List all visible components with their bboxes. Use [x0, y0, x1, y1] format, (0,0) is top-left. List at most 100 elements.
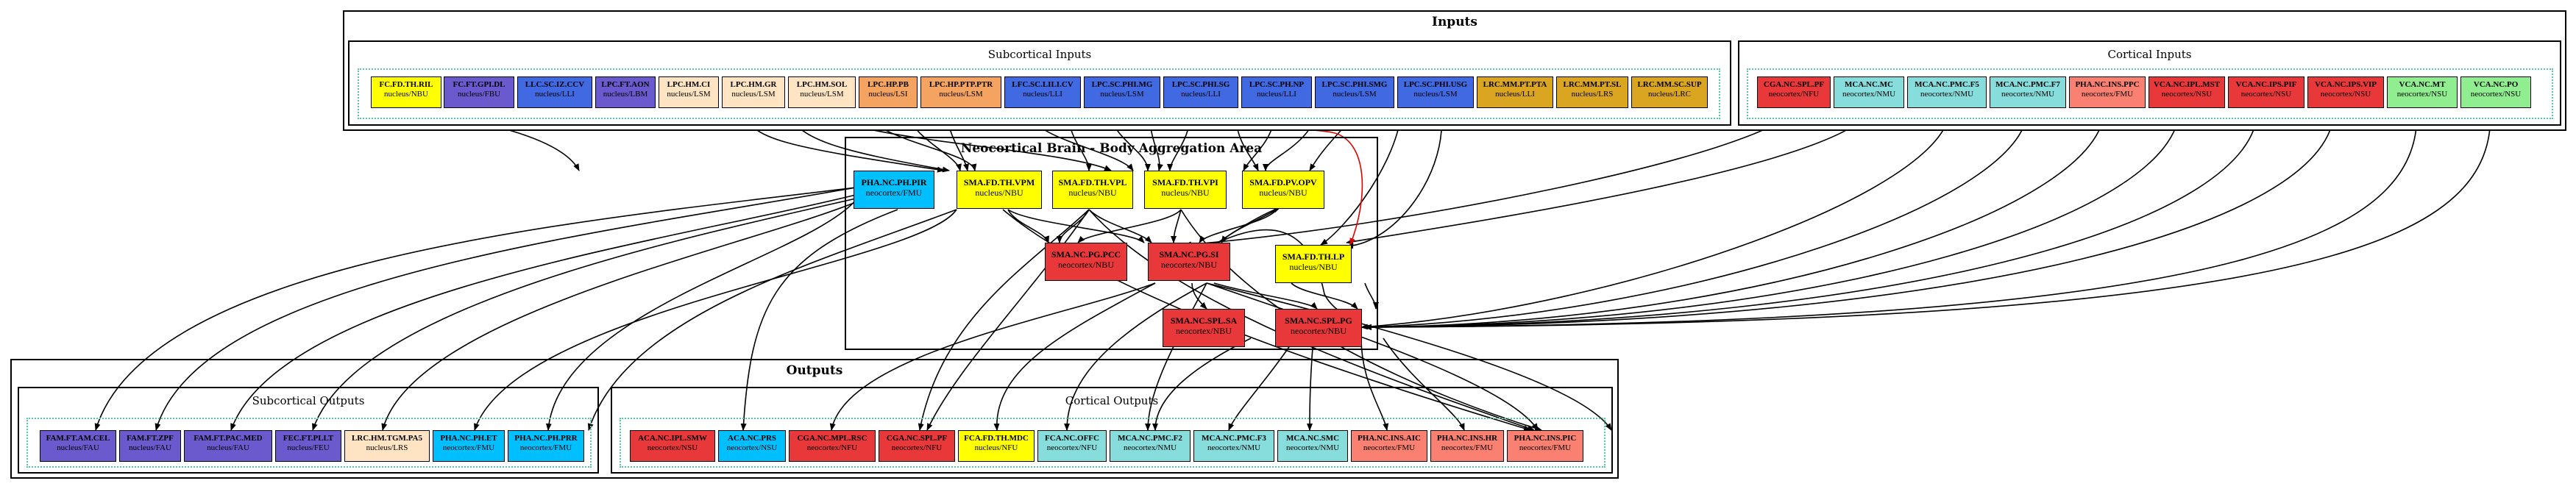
node-location: nucleus/LSM	[1100, 90, 1144, 99]
node-name: LPC.SC.PHI.SG	[1171, 80, 1230, 89]
node-location: nucleus/NBU	[975, 188, 1023, 198]
node-location: nucleus/FEU	[287, 443, 330, 452]
node-name: CGA.NC.SPL.PF	[1763, 80, 1825, 89]
node-location: nucleus/FAU	[57, 443, 99, 452]
cluster-cortical-outputs: Cortical Outputs	[611, 387, 1613, 474]
node-location: nucleus/LSI	[868, 90, 908, 99]
cluster-title: Cortical Inputs	[2107, 48, 2192, 61]
node-name: LPC.HM.CI	[667, 80, 711, 89]
node-name: PHA.NC.INS.HR	[1436, 434, 1498, 443]
node-name: MCA.NC.PMC.F3	[1202, 434, 1266, 443]
node-location: neocortex/NMU	[1920, 90, 1974, 99]
cluster-title: Subcortical Outputs	[252, 394, 365, 407]
node-location: nucleus/LSM	[1413, 90, 1458, 99]
node-name: MCA.NC.PMC.F5	[1915, 80, 1979, 89]
node-name: PHA.NC.PH.ET	[440, 434, 497, 443]
node-location: nucleus/LRC	[1647, 90, 1692, 99]
node-name: MCA.NC.MC	[1845, 80, 1893, 89]
node-name: FAM.FT.PAC.MED	[194, 434, 263, 443]
node-location: neocortex/NSU	[647, 443, 698, 452]
node-location: neocortex/NSU	[2320, 90, 2371, 99]
node-name: FC.FT.GPI.DL	[453, 80, 505, 89]
node-name: PHA.NC.PH.PIR	[861, 177, 927, 188]
node-name: PHA.NC.INS.AIC	[1358, 434, 1421, 443]
node-name: LPC.HP.PTP.PTR	[929, 80, 993, 89]
node-name: PHA.NC.PH.PRR	[514, 434, 578, 443]
node-name: LRC.MM.PT.SL	[1563, 80, 1622, 89]
cluster-title: Subcortical Inputs	[987, 48, 1092, 61]
node-location: neocortex/FMU	[2081, 90, 2134, 99]
cluster-title: Cortical Outputs	[1065, 394, 1159, 407]
node-location: nucleus/NFU	[974, 443, 1018, 452]
cluster-brain: Neocortical Brain - Body Aggregation Are…	[845, 137, 1378, 350]
node-location: nucleus/LSM	[667, 90, 711, 99]
cluster-title: Neocortical Brain - Body Aggregation Are…	[960, 141, 1263, 156]
node-location: neocortex/NSU	[2161, 90, 2213, 99]
node-name: SMA.NC.SPL.PG	[1285, 315, 1352, 326]
node-location: nucleus/FBU	[457, 90, 501, 99]
node-location: neocortex/NFU	[1046, 443, 1098, 452]
node-name: LRC.MM.PT.PTA	[1483, 80, 1547, 89]
cortical-inputs-group	[1747, 68, 2553, 119]
node-location: neocortex/NMU	[1207, 443, 1261, 452]
node-name: CGA.NC.MPL.RSC	[797, 434, 867, 443]
